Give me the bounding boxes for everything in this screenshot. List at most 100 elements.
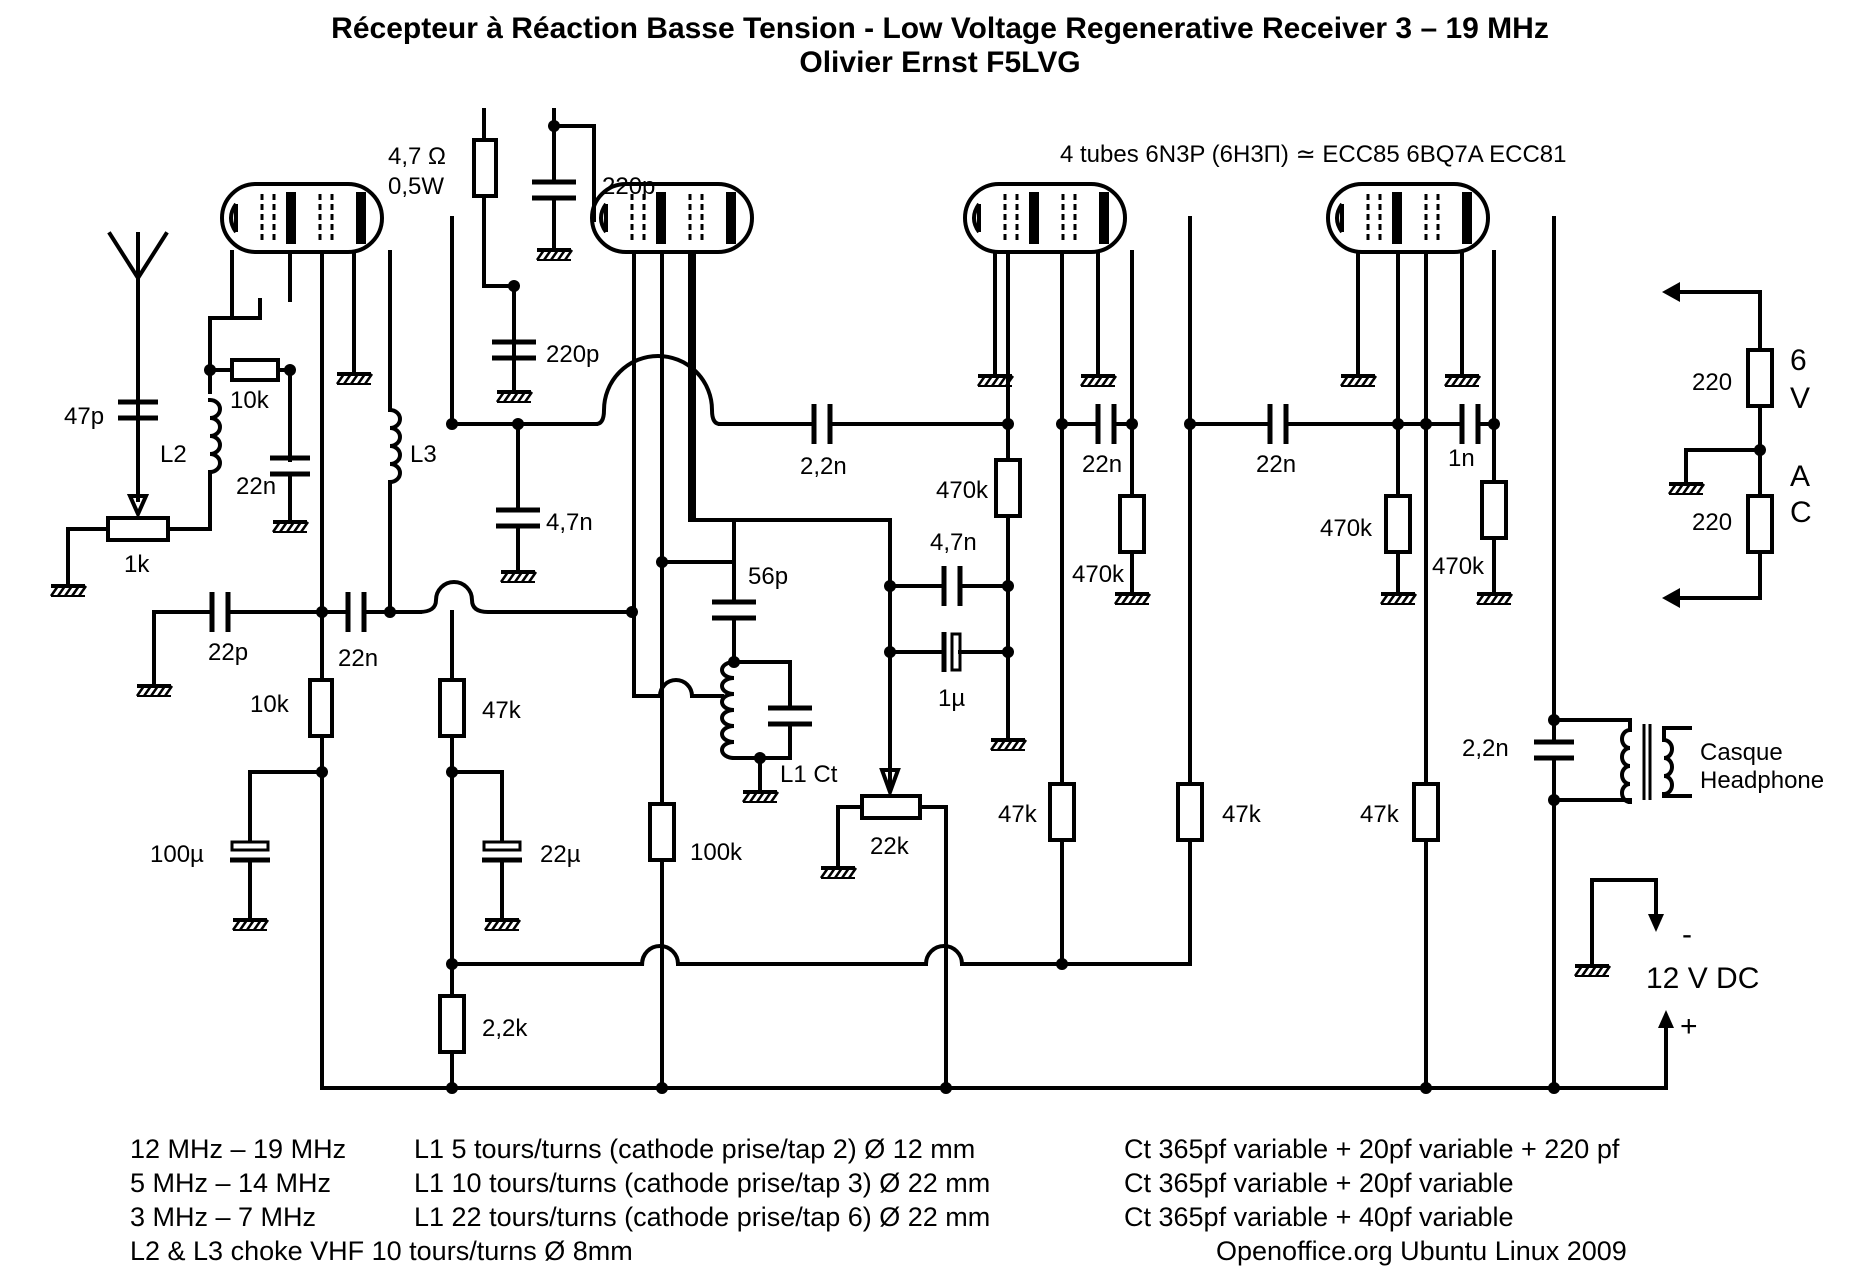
resistor-2-2k — [438, 994, 466, 1054]
tube-1 — [220, 182, 384, 254]
resistor-10k-l2 — [230, 358, 280, 382]
resistor-47k-c — [1412, 782, 1440, 842]
label-r470k-d: 470k — [1432, 553, 1485, 580]
capacitor-4-7n-mid — [496, 507, 540, 529]
resistor-220-top — [1746, 348, 1774, 408]
label-c220p-mid: 220p — [546, 341, 599, 368]
capacitor-22n-a — [1095, 404, 1117, 444]
label-r220-top: 220 — [1692, 369, 1732, 396]
potentiometer-1k — [106, 516, 170, 542]
resistor-100k — [648, 802, 676, 862]
label-headphone-fr: Casque — [1700, 739, 1783, 766]
band-1-coil: L1 5 tours/turns (cathode prise/tap 2) Ø… — [414, 1134, 975, 1164]
resistor-470k-b — [1118, 494, 1146, 554]
label-c1u: 1µ — [938, 685, 965, 712]
band-3-coil: L1 22 tours/turns (cathode prise/tap 6) … — [414, 1202, 990, 1232]
resistor-10k-dec — [308, 678, 334, 738]
band-3-range: 3 MHz – 7 MHz — [130, 1202, 316, 1232]
capacitor-1n — [1459, 404, 1481, 444]
label-r2-2k: 2,2k — [482, 1015, 528, 1042]
band-1-cap: Ct 365pf variable + 20pf variable + 220 … — [1124, 1134, 1620, 1164]
capacitor-100u — [230, 840, 270, 863]
capacitor-22p — [209, 592, 231, 632]
label-ac-a: A — [1790, 460, 1810, 493]
label-c220p-top: 220p — [602, 173, 655, 200]
label-c22n-a: 22n — [1082, 451, 1122, 478]
title-line1: Récepteur à Réaction Basse Tension - Low… — [331, 12, 1549, 45]
inductor-l2 — [207, 397, 222, 475]
label-c22n-b: 22n — [1256, 451, 1296, 478]
label-c22p: 22p — [208, 639, 248, 666]
inductor-l1 — [720, 659, 737, 761]
label-l3: L3 — [410, 441, 437, 468]
resistor-4-7ohm — [472, 138, 498, 198]
label-r10k-l2: 10k — [230, 387, 270, 414]
tubes-note: 4 tubes 6N3P (6Н3П) ≃ ECC85 6BQ7A ECC81 — [1060, 141, 1567, 168]
choke-note: L2 & L3 choke VHF 10 tours/turns Ø 8mm — [130, 1236, 633, 1266]
label-r47k-b: 47k — [1222, 801, 1262, 828]
inductor-l3 — [387, 407, 402, 485]
label-r0-5w: 0,5W — [388, 173, 444, 200]
band-3-cap: Ct 365pf variable + 40pf variable — [1124, 1202, 1514, 1232]
label-dc-plus: + — [1680, 1010, 1698, 1043]
label-r220-bot: 220 — [1692, 509, 1732, 536]
label-r10k-dec: 10k — [250, 691, 290, 718]
resistor-470k-a — [994, 458, 1022, 518]
tube-4 — [1326, 182, 1490, 254]
resistor-470k-c — [1384, 494, 1412, 554]
label-pot22k: 22k — [870, 833, 910, 860]
label-c22n-l2: 22n — [236, 473, 276, 500]
label-r470k-c: 470k — [1320, 515, 1373, 542]
capacitor-4-7n-right — [941, 566, 963, 606]
label-c1n: 1n — [1448, 445, 1475, 472]
label-r470k-b: 470k — [1072, 561, 1125, 588]
label-c2-2n-stage: 2,2n — [800, 453, 847, 480]
title-line2: Olivier Ernst F5LVG — [799, 46, 1080, 79]
capacitor-22n-grid — [345, 592, 367, 632]
label-r470k-a: 470k — [936, 477, 989, 504]
band-1-range: 12 MHz – 19 MHz — [130, 1134, 346, 1164]
label-l2: L2 — [160, 441, 187, 468]
label-r47k-c: 47k — [1360, 801, 1400, 828]
potentiometer-22k — [860, 794, 922, 820]
label-l1-ct: L1 Ct — [780, 761, 838, 788]
label-c22n-grid: 22n — [338, 645, 378, 672]
label-c47p: 47p — [64, 403, 104, 430]
label-c2-2n-out: 2,2n — [1462, 735, 1509, 762]
capacitor-56p — [712, 599, 756, 621]
resistor-47k-a — [1048, 782, 1076, 842]
antenna-icon — [107, 231, 169, 282]
label-c4-7n-right: 4,7n — [930, 529, 977, 556]
label-c56p: 56p — [748, 563, 788, 590]
capacitor-ct — [768, 705, 812, 727]
label-headphone-en: Headphone — [1700, 767, 1824, 794]
band-notes: 12 MHz – 19 MHz L1 5 tours/turns (cathod… — [130, 1134, 1627, 1266]
label-ac-c: C — [1790, 496, 1812, 529]
capacitor-2-2n-out — [1534, 739, 1574, 761]
label-r100k: 100k — [690, 839, 743, 866]
band-2-range: 5 MHz – 14 MHz — [130, 1168, 331, 1198]
capacitor-2-2n-stage — [811, 404, 833, 444]
capacitor-1u — [941, 632, 962, 672]
label-ac-v: V — [1790, 382, 1810, 415]
label-pot1k: 1k — [124, 551, 150, 578]
capacitor-22u — [482, 840, 522, 863]
label-dc-minus: - — [1682, 918, 1692, 951]
label-r47k-a: 47k — [998, 801, 1038, 828]
label-c100u: 100µ — [150, 841, 204, 868]
credit: Openoffice.org Ubuntu Linux 2009 — [1216, 1236, 1627, 1266]
capacitor-220p-top — [532, 179, 576, 201]
label-c4-7n-mid: 4,7n — [546, 509, 593, 536]
tube-3 — [963, 182, 1127, 254]
headphone-transformer-icon — [1620, 724, 1692, 805]
label-dc-12v: 12 V DC — [1646, 962, 1759, 995]
band-2-coil: L1 10 tours/turns (cathode prise/tap 3) … — [414, 1168, 990, 1198]
resistor-220-bot — [1746, 494, 1774, 554]
resistor-47k-b — [1176, 782, 1204, 842]
capacitor-22n-b — [1267, 404, 1289, 444]
capacitor-22n-l2 — [270, 455, 310, 477]
band-2-cap: Ct 365pf variable + 20pf variable — [1124, 1168, 1514, 1198]
label-c22u: 22µ — [540, 841, 581, 868]
label-r47k-left: 47k — [482, 697, 522, 724]
